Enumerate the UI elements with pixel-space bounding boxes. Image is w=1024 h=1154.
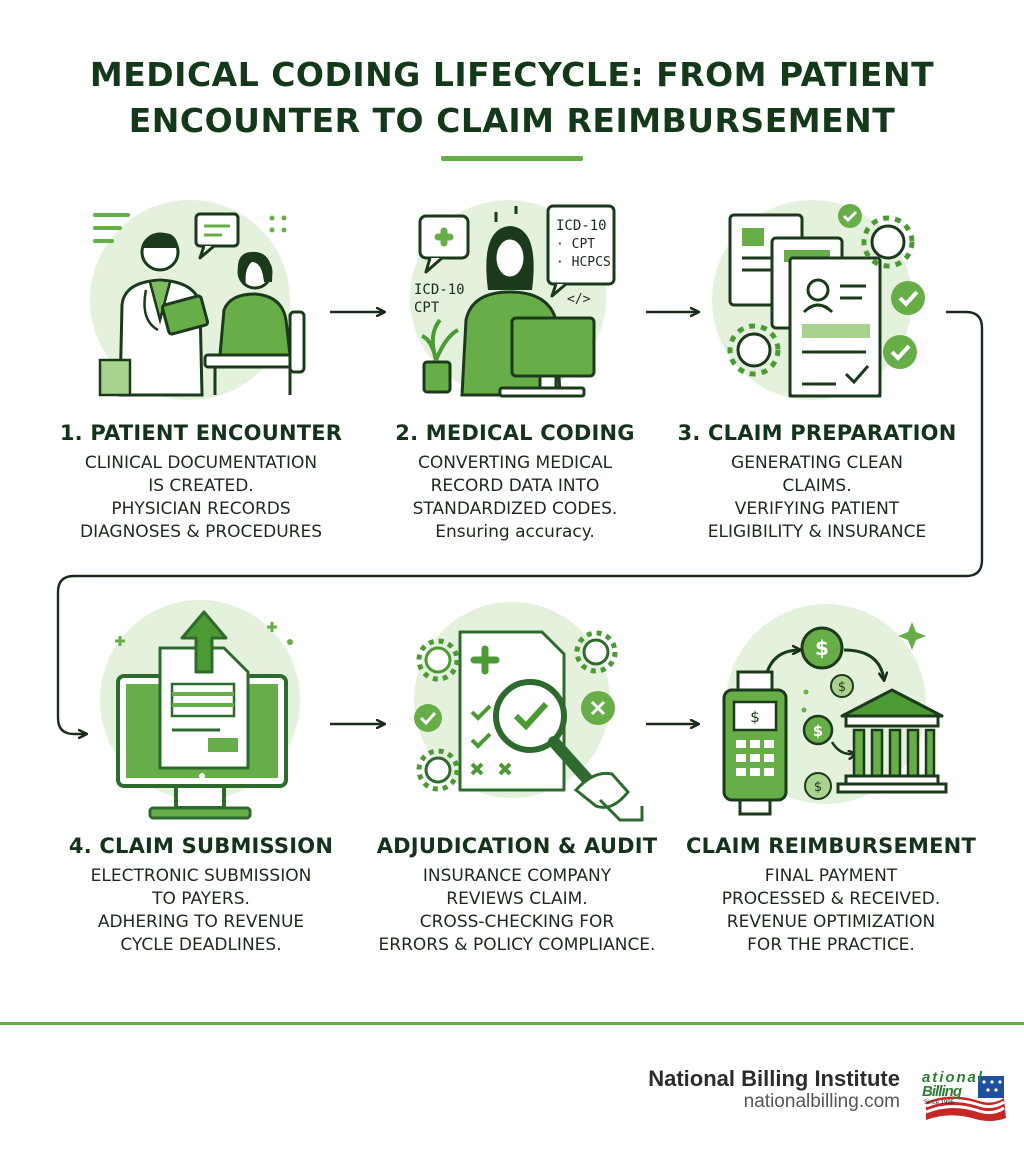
step-text-line: REVENUE OPTIMIZATION <box>726 912 936 932</box>
step-2-medical-coding: 2. MEDICAL CODING CONVERTING MEDICAL REC… <box>360 420 670 544</box>
step-text-line: VERIFYING PATIENT <box>734 499 900 519</box>
step-title: CLAIM REIMBURSEMENT <box>686 834 976 858</box>
magnifier-audit-icon <box>414 602 644 822</box>
step-6-claim-reimbursement: CLAIM REIMBURSEMENT FINAL PAYMENT PROCES… <box>676 833 986 957</box>
doctor-patient-icon <box>90 200 306 400</box>
step-text-line: CLINICAL DOCUMENTATION <box>84 453 318 473</box>
svg-text:$: $ <box>838 680 846 695</box>
step-text-line: ADHERING TO REVENUE <box>97 912 305 932</box>
step-4-claim-submission: 4. CLAIM SUBMISSION ELECTRONIC SUBMISSIO… <box>46 833 356 957</box>
title-underline <box>441 156 583 161</box>
step-text-line: GENERATING CLEAN <box>731 453 903 473</box>
step-text-line: ELECTRONIC SUBMISSION <box>90 866 312 886</box>
step-text-line: CROSS-CHECKING FOR <box>419 912 615 932</box>
step-text-line: PHYSICIAN RECORDS <box>111 499 291 519</box>
step-title: 1. PATIENT ENCOUNTER <box>59 421 343 445</box>
step-text-line: STANDARDIZED CODES. <box>412 499 618 519</box>
svg-text:$: $ <box>750 708 760 726</box>
footer-divider <box>0 1022 1024 1025</box>
step-title: 2. MEDICAL CODING <box>395 421 635 445</box>
title-line-1: MEDICAL CODING LIFECYCLE: FROM PATIENT <box>89 55 935 94</box>
step-text-line: RECORD DATA INTO <box>430 476 600 496</box>
step-5-adjudication-audit: ADJUDICATION & AUDIT INSURANCE COMPANY R… <box>362 833 672 957</box>
step-text-line: PROCESSED & RECEIVED. <box>721 889 941 909</box>
step-text-line: DIAGNOSES & PROCEDURES <box>79 522 323 542</box>
step-text-line: CYCLE DEADLINES. <box>120 935 282 955</box>
coder-computer-icon: ICD-10 · CPT · HCPCS </> ICD-10 CPT <box>410 200 616 398</box>
code-tag-2: CPT <box>414 300 440 316</box>
step-text-line: REVIEWS CLAIM. <box>446 889 588 909</box>
payment-bank-icon: $ $ $ $ $ <box>722 604 948 816</box>
svg-text:$: $ <box>815 636 829 660</box>
step-text-line: TO PAYERS. <box>152 889 250 909</box>
svg-text:$: $ <box>814 780 822 795</box>
brand-url[interactable]: nationalbilling.com <box>743 1091 900 1112</box>
claim-documents-icon <box>712 200 925 400</box>
code-bubble-line-3: · HCPCS <box>556 255 611 270</box>
title-line-2: ENCOUNTER TO CLAIM REIMBURSEMENT <box>128 101 896 140</box>
step-title: 3. CLAIM PREPARATION <box>677 421 957 445</box>
step-3-claim-preparation: 3. CLAIM PREPARATION GENERATING CLEAN CL… <box>662 420 972 544</box>
svg-text:Since 1995: Since 1995 <box>924 1100 955 1106</box>
arrow-3-to-4 <box>56 310 984 734</box>
step-text-line: ELIGIBILITY & INSURANCE <box>707 522 927 542</box>
svg-text:ational: ational <box>922 1069 983 1086</box>
step-text-line: Ensuring accuracy. <box>435 522 595 542</box>
step-text-line: INSURANCE COMPANY <box>422 866 612 886</box>
code-bubble-line-1: ICD-10 <box>556 218 607 234</box>
upload-monitor-icon <box>100 600 300 820</box>
code-tag-1: ICD-10 <box>414 282 465 298</box>
code-bubble-line-2: · CPT <box>556 237 595 252</box>
svg-text:</>: </> <box>567 292 591 307</box>
step-text-line: FOR THE PRACTICE. <box>747 935 915 955</box>
svg-text:Billing: Billing <box>922 1083 962 1100</box>
step-text-line: CLAIMS. <box>782 476 852 496</box>
step-text-line: FINAL PAYMENT <box>764 866 898 886</box>
svg-text:$: $ <box>813 722 823 740</box>
step-title: 4. CLAIM SUBMISSION <box>68 834 334 858</box>
step-text-line: CONVERTING MEDICAL <box>417 453 613 473</box>
step-text-line: IS CREATED. <box>148 476 254 496</box>
step-text-line: ERRORS & POLICY COMPLIANCE. <box>378 935 656 955</box>
brand-name: National Billing Institute <box>648 1066 900 1091</box>
national-billing-logo: ational Billing Since 1995 <box>922 1069 1006 1121</box>
step-title: ADJUDICATION & AUDIT <box>376 834 658 858</box>
page-title: MEDICAL CODING LIFECYCLE: FROM PATIENT E… <box>0 52 1024 144</box>
step-1-patient-encounter: 1. PATIENT ENCOUNTER CLINICAL DOCUMENTAT… <box>46 420 356 544</box>
